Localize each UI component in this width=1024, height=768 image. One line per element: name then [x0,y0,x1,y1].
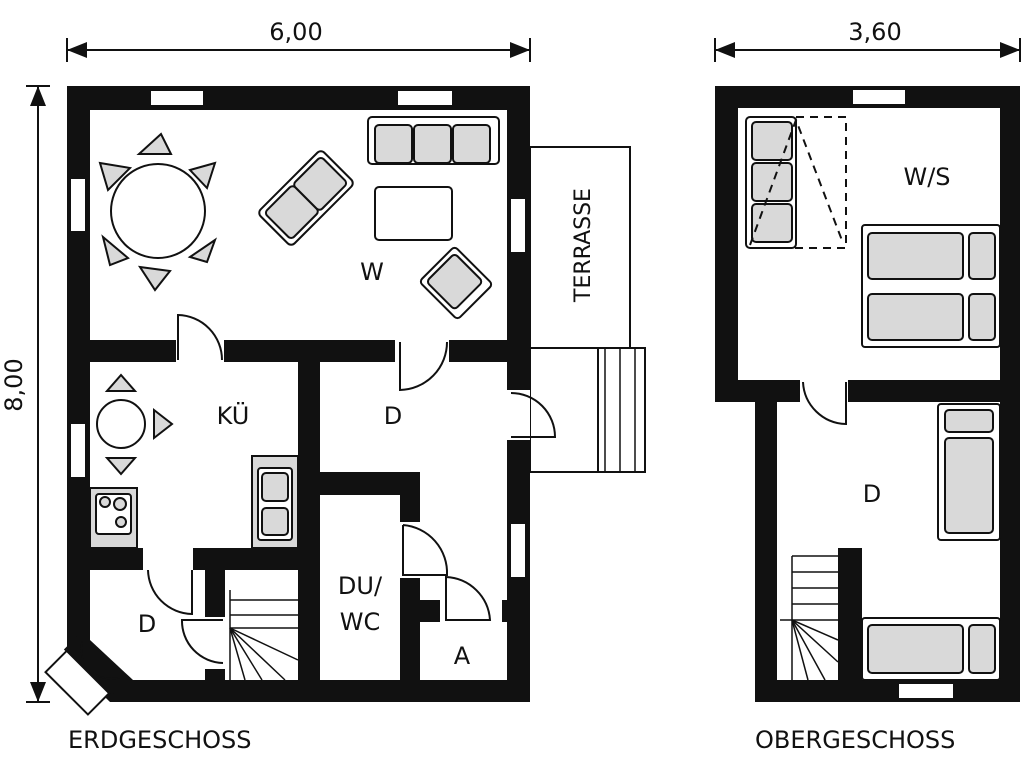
window [509,522,527,579]
room-label-terrace: TERRASSE [571,188,596,303]
bed-vertical [937,403,1001,541]
door [177,313,223,361]
window [851,88,907,106]
door [402,524,449,576]
room-label-hall-small: D [138,610,156,638]
dimension-ground-width: 6,00 [66,18,531,62]
ground-floor: TERRASSE [44,86,646,754]
staircase [229,590,299,681]
window [897,682,955,700]
terrace: TERRASSE [529,146,646,473]
doors [44,313,557,716]
room-label-living: W [360,258,384,286]
window [509,197,527,254]
bed-horizontal [861,617,1001,681]
door [445,575,492,621]
coffee-table [374,186,453,241]
window [396,89,454,107]
bunk-bed [861,224,1001,348]
door [147,569,193,616]
ground-floor-title: ERDGESCHOSS [68,726,251,754]
room-label-hall: D [384,402,402,430]
upper-floor: W/S D OBERGESCHOSS [715,86,1020,754]
window [69,177,87,233]
room-label-living-sleeping: W/S [903,163,950,191]
armchair [419,246,493,320]
stove [89,487,138,549]
window [149,89,205,107]
ground-width-label: 6,00 [269,18,322,46]
room-label-bath-line1: DU/ [338,572,383,600]
dimension-ground-depth: 8,00 [0,85,50,703]
entrance-door [510,392,557,438]
terrace-steps [597,347,646,473]
sofa-angled [258,150,354,246]
room-label-kitchen: KÜ [217,401,250,430]
dimension-upper-width: 3,60 [714,18,1021,62]
upper-floor-title: OBERGESCHOSS [755,726,955,754]
door [802,381,847,426]
ground-depth-label: 8,00 [0,358,28,411]
room-label-storage: A [454,642,471,670]
sink [251,455,299,549]
windows [69,89,527,579]
upper-width-label: 3,60 [848,18,901,46]
kitchen-table [96,373,174,476]
sofa-bed [745,116,847,249]
staircase [780,555,839,681]
room-label-bath-line2: WC [340,608,381,636]
door [180,619,224,664]
window [69,422,87,479]
side-door [44,633,127,716]
dining-table [98,132,217,292]
door [399,341,448,392]
sofa [367,116,500,165]
room-label-upper-hall: D [863,480,881,508]
